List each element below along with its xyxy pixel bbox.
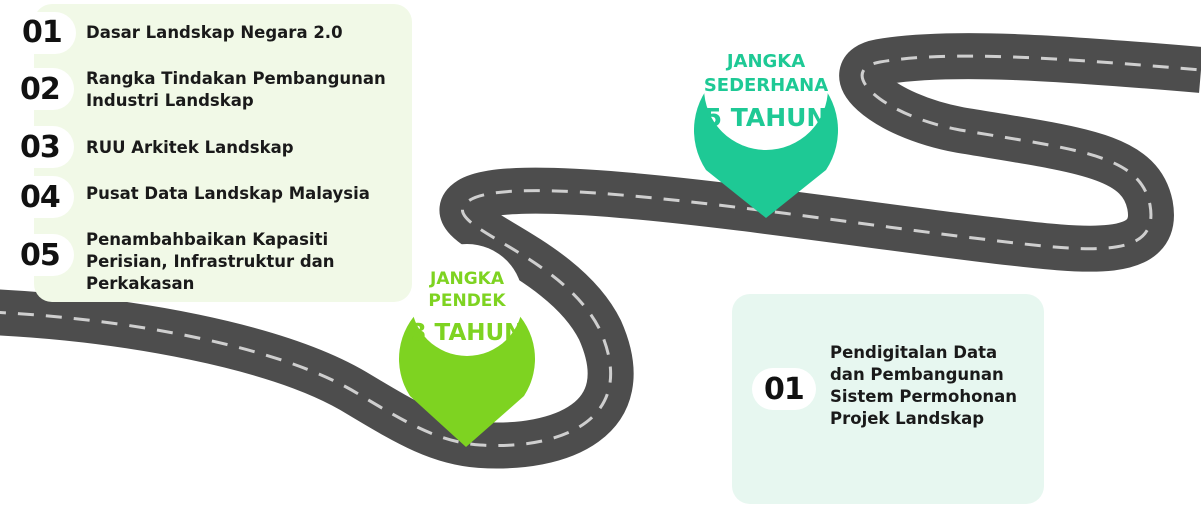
item-label: RUU Arkitek Landskap: [86, 138, 294, 157]
medium-term-pin-title: JANGKA SEDERHANA: [696, 50, 836, 98]
short-term-pin: [399, 244, 535, 447]
short-term-pin-duration: 3 TAHUN: [410, 320, 524, 346]
item-label: Rangka Tindakan Pembangunan Industri Lan…: [86, 69, 386, 110]
medium-term-pin-inner: [704, 26, 828, 150]
item-number: 01: [22, 15, 63, 50]
short-term-pin-line1: JANGKA: [430, 269, 504, 289]
number-badge: [10, 68, 74, 110]
medium-term-pin-duration: 5 TAHUN: [704, 103, 828, 132]
item-label: Penambahbaikan Kapasiti Perisian, Infras…: [86, 230, 335, 293]
item-number: 02: [20, 72, 61, 107]
number-badge: [10, 176, 74, 218]
medium-term-pin-line2: SEDERHANA: [703, 75, 829, 96]
item-number: 04: [20, 180, 61, 215]
short-term-panel: [34, 4, 412, 302]
short-term-pin-inner: [411, 244, 523, 356]
short-term-pin-line2: PENDEK: [428, 291, 506, 311]
medium-term-pin-line1: JANGKA: [726, 51, 806, 72]
number-badge: [10, 234, 74, 276]
item-number: 03: [20, 130, 61, 165]
item-number: 01: [764, 372, 805, 407]
item-label: Dasar Landskap Negara 2.0: [86, 23, 343, 42]
number-badge: [10, 126, 74, 168]
medium-term-pin: [694, 26, 838, 218]
item-number: 05: [20, 238, 61, 273]
number-badge: [752, 368, 816, 410]
short-term-pin-title: JANGKA PENDEK: [407, 268, 527, 312]
item-label: Pendigitalan Data dan Pembangunan Sistem…: [830, 343, 1018, 428]
number-badge: [12, 12, 76, 54]
item-label: Pusat Data Landskap Malaysia: [86, 184, 370, 203]
road-center-line: [0, 54, 1201, 448]
